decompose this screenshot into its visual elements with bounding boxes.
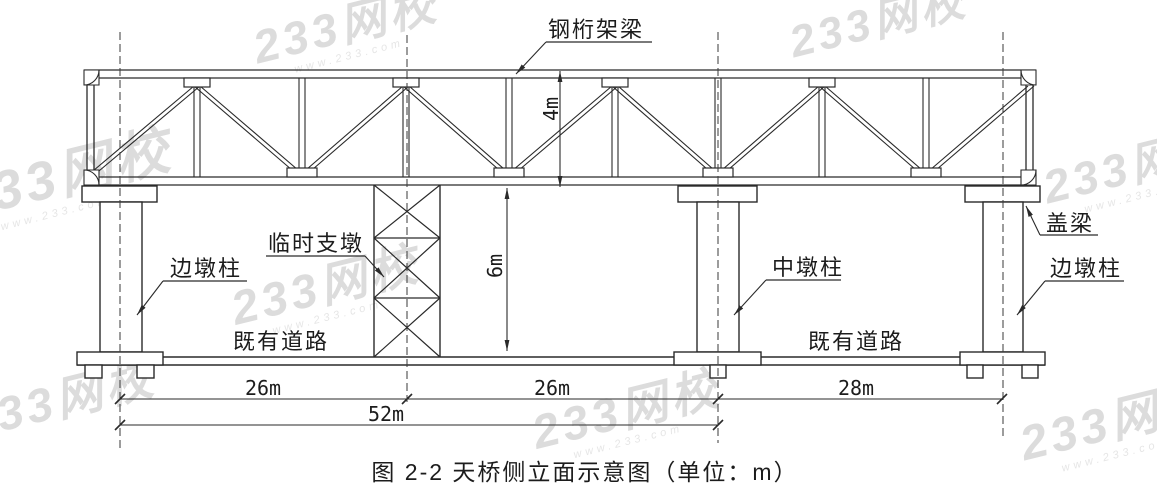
dim-text-clearance: 6m [483, 254, 507, 278]
dim-text-truss-height: 4m [539, 97, 563, 121]
truss-girder-label: 钢桁架梁 [548, 17, 644, 42]
leader-line [1016, 280, 1046, 316]
right-pier-foot [1021, 364, 1039, 379]
temp-pier-rails [373, 185, 441, 357]
temp-pier-horizontals [374, 237, 440, 299]
leader-line [136, 280, 164, 316]
dim-text-span-total: 52m [368, 402, 404, 426]
label-side-pier-right: 边墩柱 [1016, 256, 1124, 316]
leader-line [1025, 205, 1041, 236]
label-temporary-support: 临时支墩 [266, 231, 385, 278]
truss-bottom-gussets [286, 167, 942, 178]
left-pier-column [99, 201, 143, 353]
dimension-texts: 26m 26m 28m 52m 4m 6m [245, 97, 874, 426]
left-pier-foot [136, 364, 155, 379]
corner-block [1020, 169, 1037, 186]
gusset-plate [183, 77, 211, 88]
side-pier-left-label: 边墩柱 [170, 256, 242, 281]
dimensions [114, 71, 1008, 431]
left-pier-foot [84, 364, 103, 379]
temp-pier-x-brace [373, 184, 441, 239]
label-side-pier-left: 边墩柱 [136, 256, 247, 316]
gusset-plate [910, 167, 942, 178]
callout-labels: 钢桁架梁 临时支墩 边墩柱 中墩柱 盖梁 [136, 17, 1124, 354]
corner-fillets [83, 69, 1037, 186]
truss-corner-blocks [83, 69, 1037, 186]
leader-line [733, 279, 767, 316]
gusset-plate [286, 167, 318, 178]
cap-beam-label: 盖梁 [1046, 211, 1094, 236]
existing-road-right-label: 既有道路 [808, 329, 904, 354]
leader-line [515, 41, 547, 75]
truss-top-gussets [183, 77, 836, 88]
existing-road-left-label: 既有道路 [233, 329, 329, 354]
side-pier-right-label: 边墩柱 [1050, 256, 1122, 281]
gusset-plate [392, 77, 420, 88]
truss-verticals [193, 78, 930, 177]
corner-block [83, 69, 100, 86]
existing-road-lines [77, 356, 1045, 366]
label-cap-beam: 盖梁 [1025, 205, 1098, 236]
centerlines [119, 32, 1004, 448]
gusset-plate [601, 77, 629, 88]
right-pier-foot [966, 364, 984, 379]
dim-ticks [114, 393, 1008, 431]
figure-caption: 图 2-2 天桥侧立面示意图（单位：m） [371, 459, 798, 485]
dim-text-span-right: 28m [838, 376, 874, 400]
dim-text-span-mid: 26m [534, 376, 570, 400]
middle-pier-label: 中墩柱 [772, 255, 844, 280]
gusset-plate [808, 77, 836, 88]
label-truss-girder: 钢桁架梁 [515, 17, 652, 75]
leader-line [364, 255, 385, 278]
truss-end-post-left [86, 78, 95, 177]
left-side-pier [76, 185, 164, 379]
gusset-plate [493, 167, 525, 178]
label-middle-pier: 中墩柱 [733, 255, 844, 316]
temporary-support-label: 临时支墩 [268, 231, 364, 256]
truss-end-post-right [1025, 78, 1034, 177]
dim-text-span-left: 26m [245, 376, 281, 400]
